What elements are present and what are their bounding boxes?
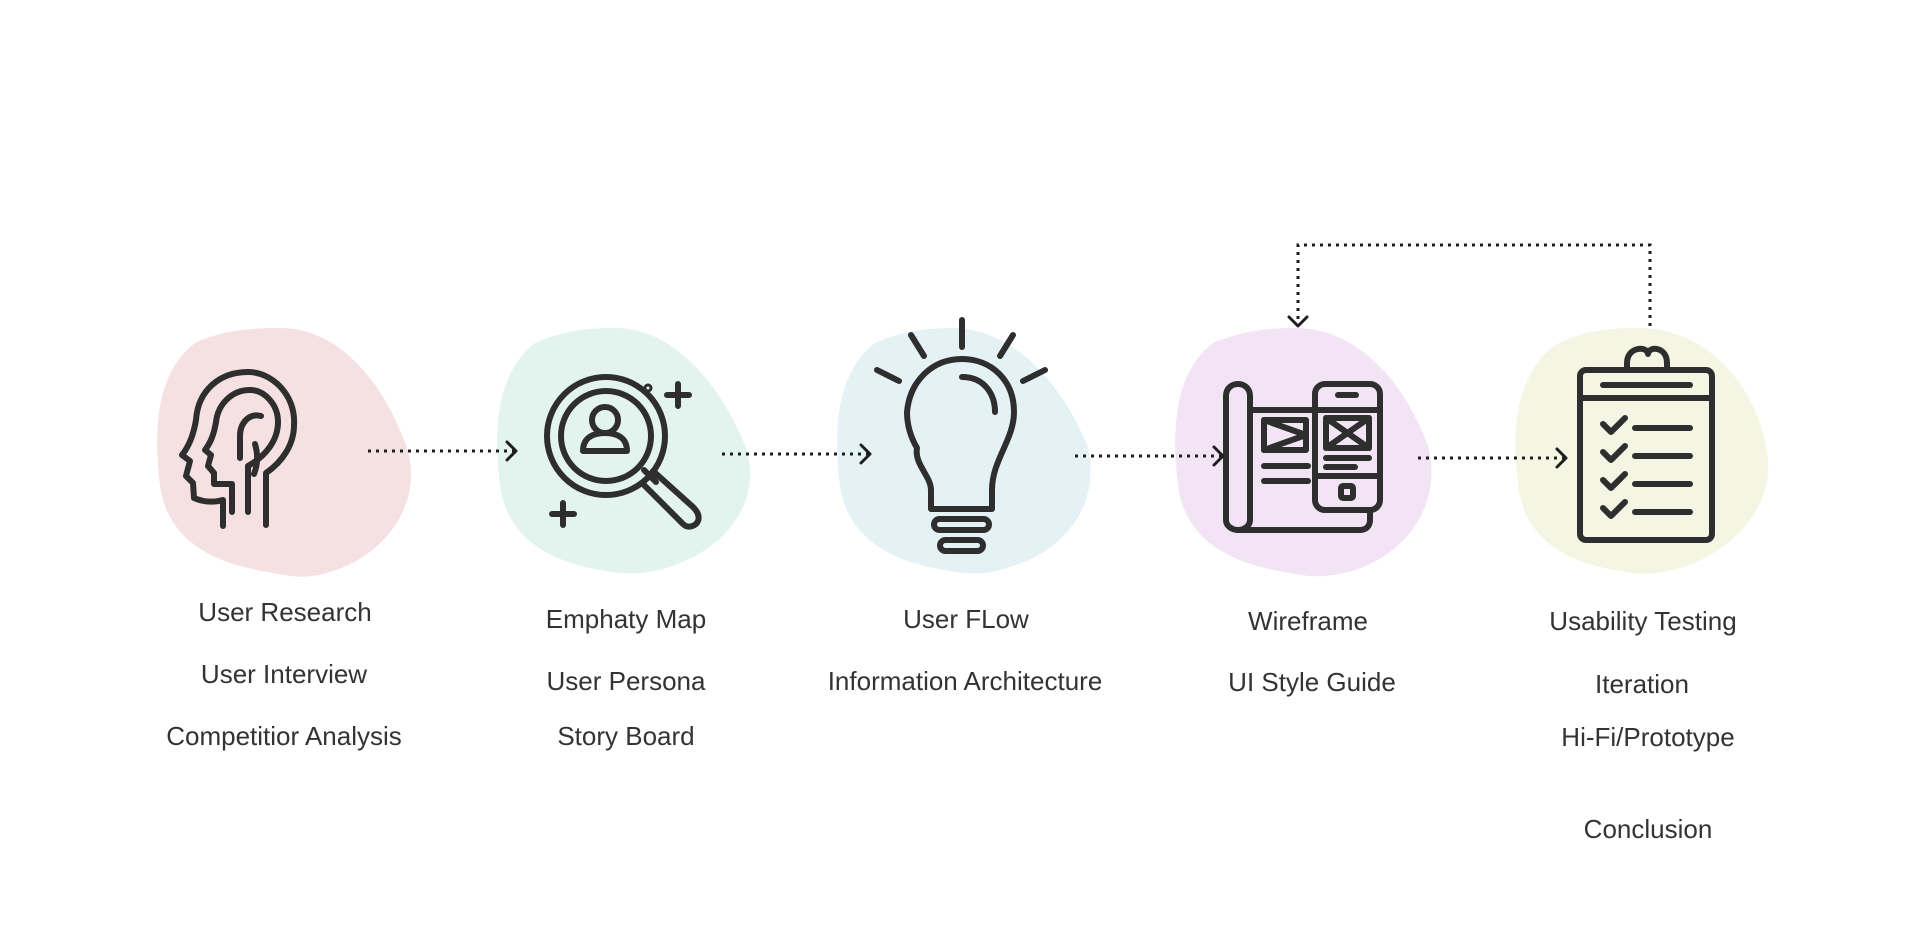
stage-item-label: Emphaty Map: [546, 604, 706, 634]
stage-labels-user-flow: User FLow Information Architecture: [828, 604, 1103, 696]
stage-item-label: User FLow: [903, 604, 1029, 634]
stage-usability-testing: [1515, 328, 1769, 574]
stage-user-research: [157, 328, 412, 577]
stage-item-label: User Research: [198, 597, 371, 627]
stage-labels-wireframe: Wireframe UI Style Guide: [1228, 606, 1396, 697]
magnifier-user-icon: [544, 374, 702, 530]
stage-item-label: Iteration: [1595, 669, 1689, 699]
stage-item-label: User Interview: [201, 659, 367, 689]
stage-blob: [837, 328, 1091, 574]
connector-research-to-empathy: [368, 440, 518, 462]
stage-item-label: Wireframe: [1248, 606, 1368, 636]
stage-user-flow: [837, 317, 1091, 574]
head-profile-icon: [179, 369, 298, 529]
arrow-right-icon: [1212, 445, 1225, 467]
stage-labels-usability-testing: Usability Testing Iteration Hi-Fi/Protot…: [1549, 606, 1736, 844]
connector-wireframe-to-testing: [1418, 447, 1568, 469]
stage-blob: [1515, 328, 1769, 574]
stage-item-label: User Persona: [547, 666, 706, 696]
wireframe-devices-icon: [1223, 381, 1383, 533]
arrow-right-icon: [859, 443, 872, 465]
stage-item-label: Information Architecture: [828, 666, 1103, 696]
connector-empathy-to-flow: [722, 443, 872, 465]
connector-flow-to-wireframe: [1075, 445, 1225, 467]
stage-emphaty-map: [497, 327, 751, 574]
stage-item-label: UI Style Guide: [1228, 667, 1396, 697]
connector-testing-loop-to-wireframe: [1287, 243, 1652, 328]
stage-item-label: Usability Testing: [1549, 606, 1736, 636]
stage-item-label: Competitior Analysis: [166, 721, 402, 751]
stage-item-label: Conclusion: [1584, 814, 1713, 844]
stage-item-label: Hi-Fi/Prototype: [1561, 722, 1734, 752]
stage-wireframe: [1175, 328, 1432, 577]
stage-labels-emphaty-map: Emphaty Map User Persona Story Board: [546, 604, 706, 751]
arrow-down-icon: [1287, 315, 1309, 328]
lightbulb-icon: [874, 317, 1048, 554]
arrow-right-icon: [1555, 447, 1568, 469]
arrow-right-icon: [505, 440, 518, 462]
clipboard-checklist-icon: [1577, 345, 1715, 543]
stage-item-label: Story Board: [557, 721, 694, 751]
stage-labels-user-research: User Research User Interview Competitior…: [166, 597, 402, 751]
